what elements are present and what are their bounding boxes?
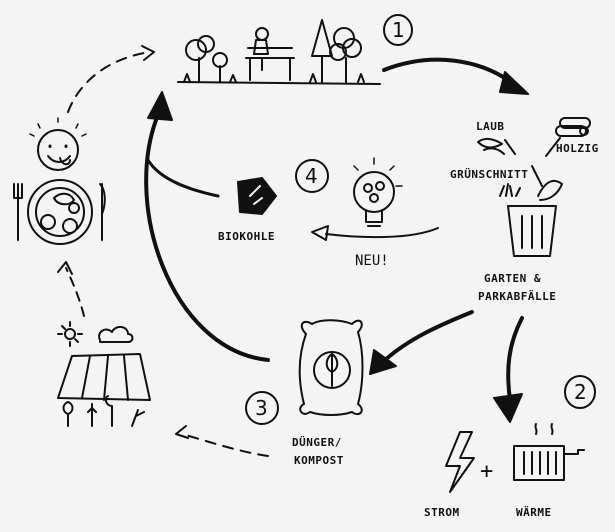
gruenschnitt-label: GRÜNSCHNITT [450, 167, 528, 181]
compost-bag-icon [298, 319, 364, 416]
neu-label: NEU! [355, 253, 389, 269]
plate-icon [27, 179, 93, 245]
lightning-icon [445, 431, 475, 493]
duenger-label-2: KOMPOST [294, 454, 344, 467]
logs-icon [555, 117, 591, 137]
strom-label: STROM [424, 506, 460, 519]
arrow-biochar-to-park [146, 158, 220, 198]
leaves-icon [477, 137, 505, 155]
park-icon [177, 19, 381, 85]
smiley-icon [29, 117, 87, 171]
arrow-waste-to-compost [383, 310, 474, 362]
field-icon [57, 353, 151, 401]
arrow-waste-to-energy [506, 316, 524, 402]
arrow-compost-to-field [181, 433, 269, 457]
step-1-badge: 1 [383, 14, 413, 46]
knife-icon [99, 183, 106, 241]
arrow-plate-to-park [67, 51, 151, 113]
plants-icon [62, 395, 145, 427]
biokohle-label: BIOKOHLE [218, 230, 275, 243]
step-2-badge: 2 [564, 375, 596, 409]
sun-icon [57, 321, 83, 347]
garten-label-2: PARKABFÄLLE [478, 289, 556, 303]
plus-sign: + [480, 459, 493, 484]
laub-label: LAUB [476, 120, 505, 133]
step-4-number: 4 [305, 164, 318, 188]
lightbulb-icon [353, 157, 403, 227]
arrow-new-to-biochar [325, 227, 439, 239]
fork-icon [13, 183, 23, 241]
trash-bin-icon [507, 179, 563, 257]
cloud-icon [98, 326, 134, 343]
holz-label: HOLZIG [556, 142, 599, 155]
waerme-label: WÄRME [516, 505, 552, 519]
step-1-number: 1 [392, 18, 405, 42]
step-3-badge: 3 [245, 391, 279, 425]
arrow-compost-to-park [144, 108, 270, 362]
step-2-number: 2 [574, 380, 587, 404]
garten-label-1: GARTEN & [484, 272, 541, 285]
step-3-number: 3 [255, 396, 268, 420]
biochar-icon [237, 177, 277, 215]
arrow-park-to-waste [382, 57, 517, 87]
duenger-label-1: DÜNGER/ [292, 435, 342, 449]
grass-icon [499, 183, 521, 197]
step-4-badge: 4 [295, 159, 329, 193]
radiator-icon [513, 423, 585, 481]
